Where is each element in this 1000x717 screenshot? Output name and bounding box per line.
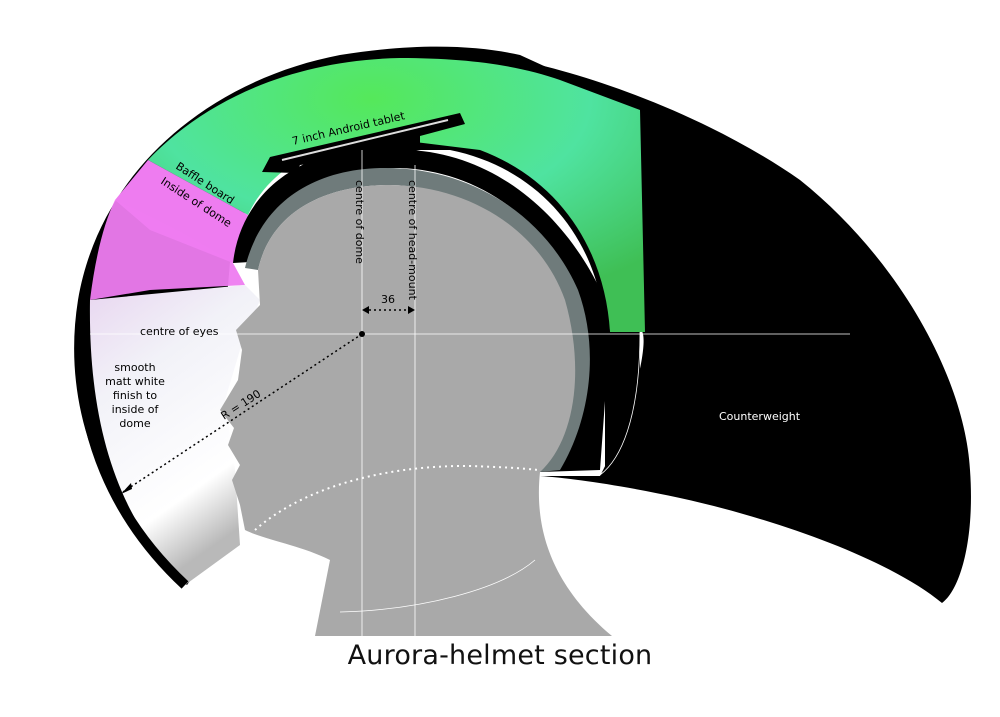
label-centre-of-head-mount: centre of head-mount xyxy=(406,180,419,301)
neck-dotted-line xyxy=(254,464,539,531)
label-centre-of-eyes: centre of eyes xyxy=(140,325,219,338)
label-finish-3: finish to xyxy=(113,389,157,402)
radius-arrowhead xyxy=(121,483,132,494)
dome-inside-magenta xyxy=(90,200,245,300)
tablet-screen xyxy=(281,119,449,161)
offset-arrow-left xyxy=(362,306,369,314)
centre-dot xyxy=(359,331,365,337)
label-counterweight: Counterweight xyxy=(719,410,801,423)
label-finish-1: smooth xyxy=(114,361,155,374)
label-offset: 36 xyxy=(381,293,395,306)
guide-neck-arc xyxy=(339,559,536,613)
dome-inside-white xyxy=(89,285,260,585)
guide-dome-arc xyxy=(599,331,641,476)
label-finish-5: dome xyxy=(119,417,150,430)
dome-inner-rim xyxy=(76,349,189,589)
label-finish-4: inside of xyxy=(112,403,160,416)
offset-arrow-right xyxy=(408,306,415,314)
dome-inside-green xyxy=(148,58,645,332)
label-centre-of-dome: centre of dome xyxy=(353,180,366,264)
baffle-board-region xyxy=(115,160,248,263)
diagram-caption: Aurora-helmet section xyxy=(347,640,653,671)
head-silhouette xyxy=(220,185,612,636)
label-finish-2: matt white xyxy=(105,375,165,388)
